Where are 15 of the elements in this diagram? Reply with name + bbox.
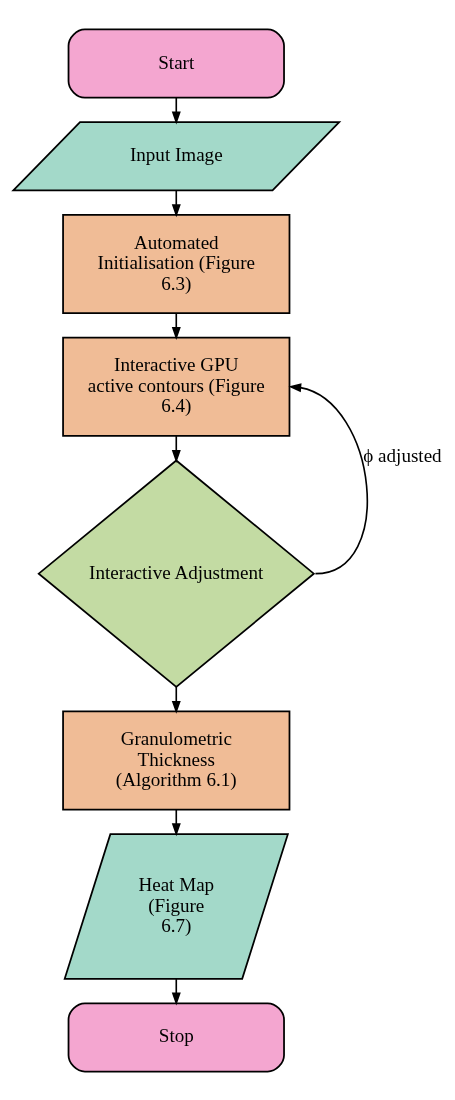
node-box: Granulometric Thickness (Algorithm 6.1)	[62, 710, 291, 811]
arrow	[171, 311, 181, 340]
arrow	[171, 434, 181, 463]
node-box: Stop	[67, 1001, 285, 1072]
edge-label: ϕ adjusted	[363, 444, 442, 466]
node-box: Automated Initialisation (Figure 6.3)	[62, 213, 291, 314]
arrow	[288, 382, 368, 574]
arrow	[171, 96, 181, 124]
node-box: Start	[67, 28, 285, 99]
arrow	[171, 189, 181, 217]
arrow	[171, 685, 181, 714]
node-diamond: Interactive Adjustment	[37, 458, 316, 688]
arrow	[171, 977, 181, 1005]
node-box: Interactive GPU active contours (Figure 6.4)	[62, 336, 291, 437]
arrow	[171, 808, 181, 836]
